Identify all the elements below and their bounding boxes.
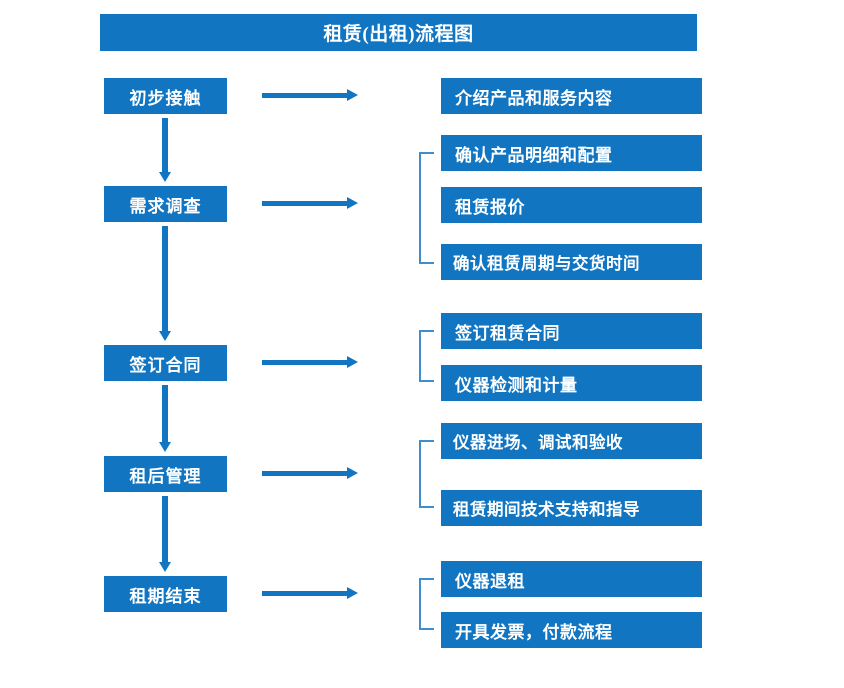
group-bracket-post-rental — [419, 440, 434, 508]
stage-box-initial-contact[interactable]: 初步接触 — [104, 78, 227, 114]
stage-box-rental-end[interactable]: 租期结束 — [104, 576, 227, 612]
down-arrow-icon-1 — [159, 118, 171, 182]
right-arrow-icon-5 — [262, 587, 358, 600]
detail-box-instrument-return[interactable]: 仪器退租 — [441, 561, 702, 597]
detail-box-technical-support[interactable]: 租赁期间技术支持和指导 — [441, 490, 702, 526]
down-arrow-icon-2 — [159, 226, 171, 341]
detail-box-sign-rental-contract[interactable]: 签订租赁合同 — [441, 313, 702, 349]
diagram-title: 租赁(出租)流程图 — [100, 14, 697, 51]
group-bracket-rental-end — [419, 578, 434, 630]
right-arrow-icon-3 — [262, 356, 358, 369]
right-arrow-icon-2 — [262, 197, 358, 210]
group-bracket-needs-survey — [419, 152, 434, 264]
right-arrow-icon-4 — [262, 467, 358, 480]
stage-box-post-rental-management[interactable]: 租后管理 — [104, 456, 227, 492]
detail-box-rental-quote[interactable]: 租赁报价 — [441, 187, 702, 223]
detail-box-instrument-entry-commissioning[interactable]: 仪器进场、调试和验收 — [441, 423, 702, 459]
detail-box-instrument-inspection[interactable]: 仪器检测和计量 — [441, 365, 702, 401]
down-arrow-icon-4 — [159, 496, 171, 572]
stage-box-sign-contract[interactable]: 签订合同 — [104, 345, 227, 381]
group-bracket-sign-contract — [419, 330, 434, 382]
detail-box-introduce-products[interactable]: 介绍产品和服务内容 — [441, 78, 702, 114]
stage-box-needs-survey[interactable]: 需求调查 — [104, 186, 227, 222]
detail-box-confirm-rental-period-delivery[interactable]: 确认租赁周期与交货时间 — [441, 244, 702, 280]
right-arrow-icon-1 — [262, 89, 358, 102]
down-arrow-icon-3 — [159, 385, 171, 452]
detail-box-confirm-product-details[interactable]: 确认产品明细和配置 — [441, 135, 702, 171]
detail-box-invoice-payment[interactable]: 开具发票，付款流程 — [441, 612, 702, 648]
